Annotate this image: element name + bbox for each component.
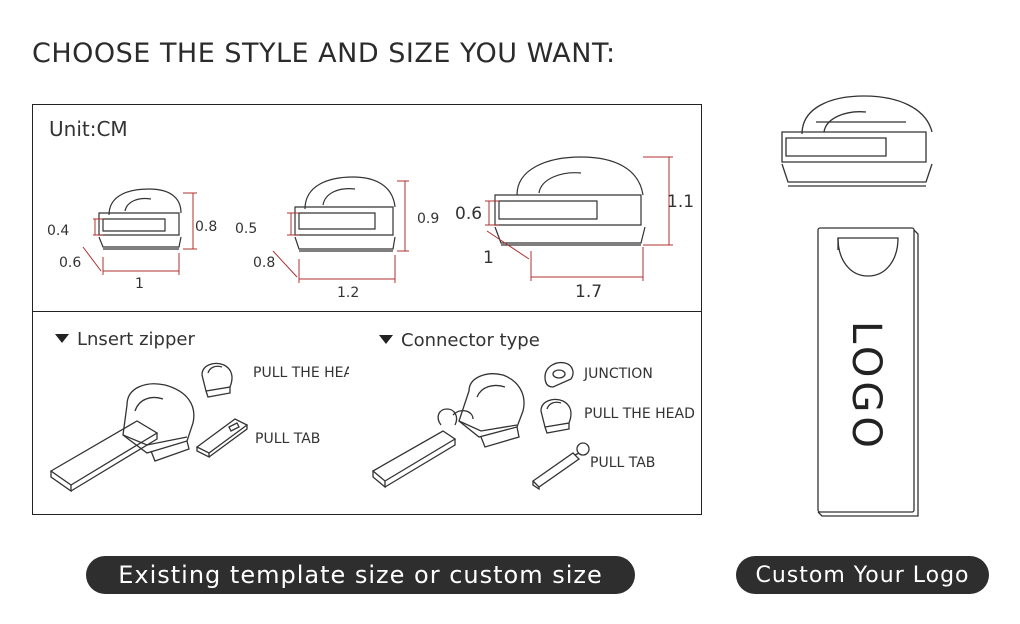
junction-icon [544,361,574,388]
usb-drive-illustration [817,227,919,517]
unit-label: Unit:CM [49,117,128,141]
pull-tab-icon [195,418,249,459]
connector-part-junction: JUNCTION [584,366,653,382]
dim-height-large: 1.1 [667,192,694,212]
dim-height-medium: 0.9 [417,211,439,227]
dim-opening-medium: 0.5 [235,221,257,237]
usb-logo-text: LOGO [843,321,889,452]
zipper-head-small: 0.8 0.4 0.6 1 [47,188,217,292]
panel-divider [33,311,701,312]
dim-height-small: 0.8 [195,219,217,235]
zipper-head-large: 1.1 0.6 1 1.7 [455,156,694,302]
pull-head-icon [201,362,233,398]
custom-logo-button[interactable]: Custom Your Logo [736,556,989,594]
dim-width-large: 1.7 [575,282,602,302]
insert-part-pull-tab: PULL TAB [255,431,321,447]
dim-depth-medium: 0.8 [253,255,275,271]
dim-opening-large: 0.6 [455,204,482,224]
template-size-button[interactable]: Existing template size or custom size [86,556,635,594]
pull-tab-icon [531,442,590,491]
page-title: CHOOSE THE STYLE AND SIZE YOU WANT: [32,38,616,69]
pull-head-icon [540,398,572,434]
connector-part-pull-head: PULL THE HEAD [584,406,695,422]
zipper-head-medium: 0.9 0.5 0.8 1.2 [235,176,439,301]
insert-zipper-heading: Lnsert zipper [55,329,195,350]
insert-part-pull-head: PULL THE HEAD [253,365,349,381]
dim-width-small: 1 [135,276,144,292]
connector-type-heading: Connector type [379,330,540,351]
dim-depth-small: 0.6 [59,255,81,271]
triangle-down-icon [379,335,393,344]
connector-illustration [371,373,525,489]
size-chart-panel: Unit:CM 0.8 0.4 0.6 1 [32,104,702,515]
insert-zipper-illustration [49,383,195,493]
zipper-head-sketch [781,95,933,187]
dim-depth-large: 1 [483,248,494,268]
connector-part-pull-tab: PULL TAB [590,455,656,471]
triangle-down-icon [55,334,69,343]
dim-width-medium: 1.2 [337,285,359,301]
dim-opening-small: 0.4 [47,223,69,239]
